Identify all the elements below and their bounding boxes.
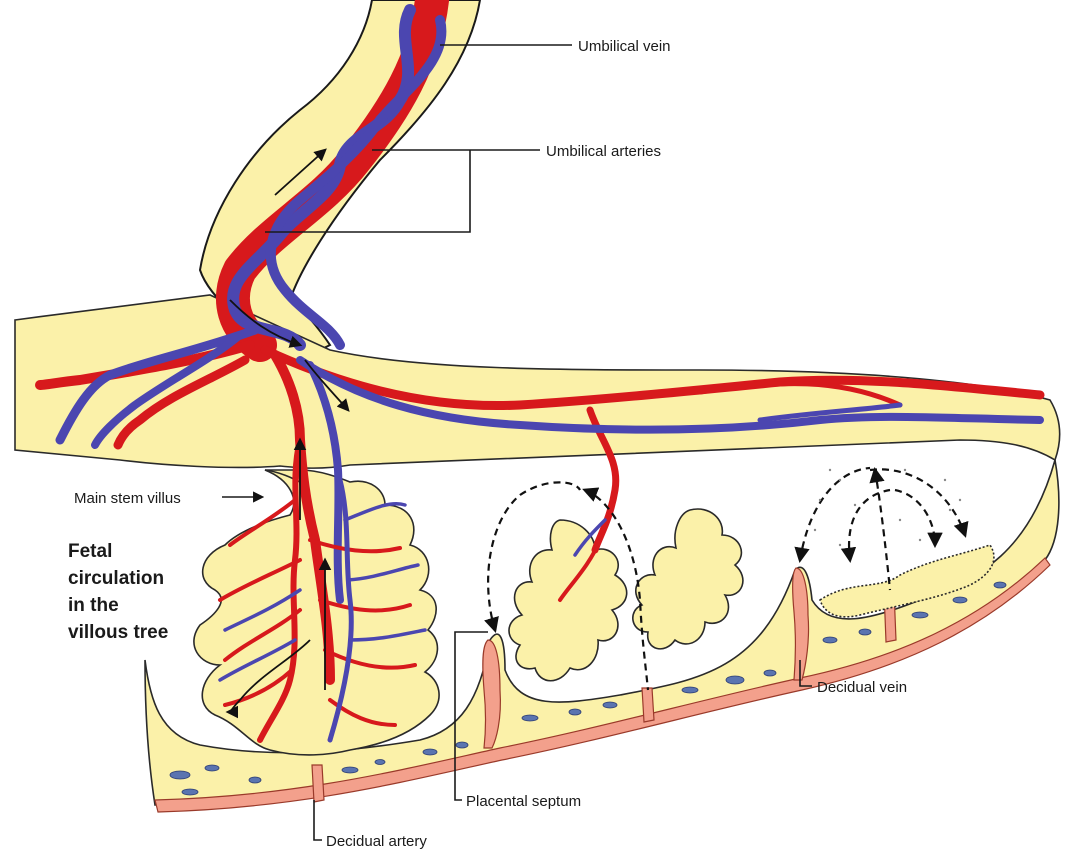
title-line-1: Fetal (68, 541, 112, 562)
label-decidual-artery: Decidual artery (314, 800, 427, 850)
main-stem-villus (194, 470, 439, 755)
title-line-3: in the (68, 595, 119, 616)
decidual-vein-label: Decidual vein (817, 679, 907, 696)
villous-tree-middle (509, 509, 743, 681)
main-stem-villus-label: Main stem villus (74, 490, 181, 507)
fetal-circulation-title: Fetal circulation in the villous tree (68, 541, 168, 643)
decidual-artery-label: Decidual artery (326, 833, 427, 850)
label-main-stem-villus: Main stem villus (74, 490, 262, 507)
title-line-4: villous tree (68, 622, 168, 643)
umbilical-arteries-label: Umbilical arteries (546, 143, 661, 160)
title-line-2: circulation (68, 568, 164, 589)
label-umbilical-vein: Umbilical vein (440, 38, 671, 55)
umbilical-vein-label: Umbilical vein (578, 38, 671, 55)
maternal-flow-dots (814, 469, 961, 546)
placental-septum-label: Placental septum (466, 793, 581, 810)
